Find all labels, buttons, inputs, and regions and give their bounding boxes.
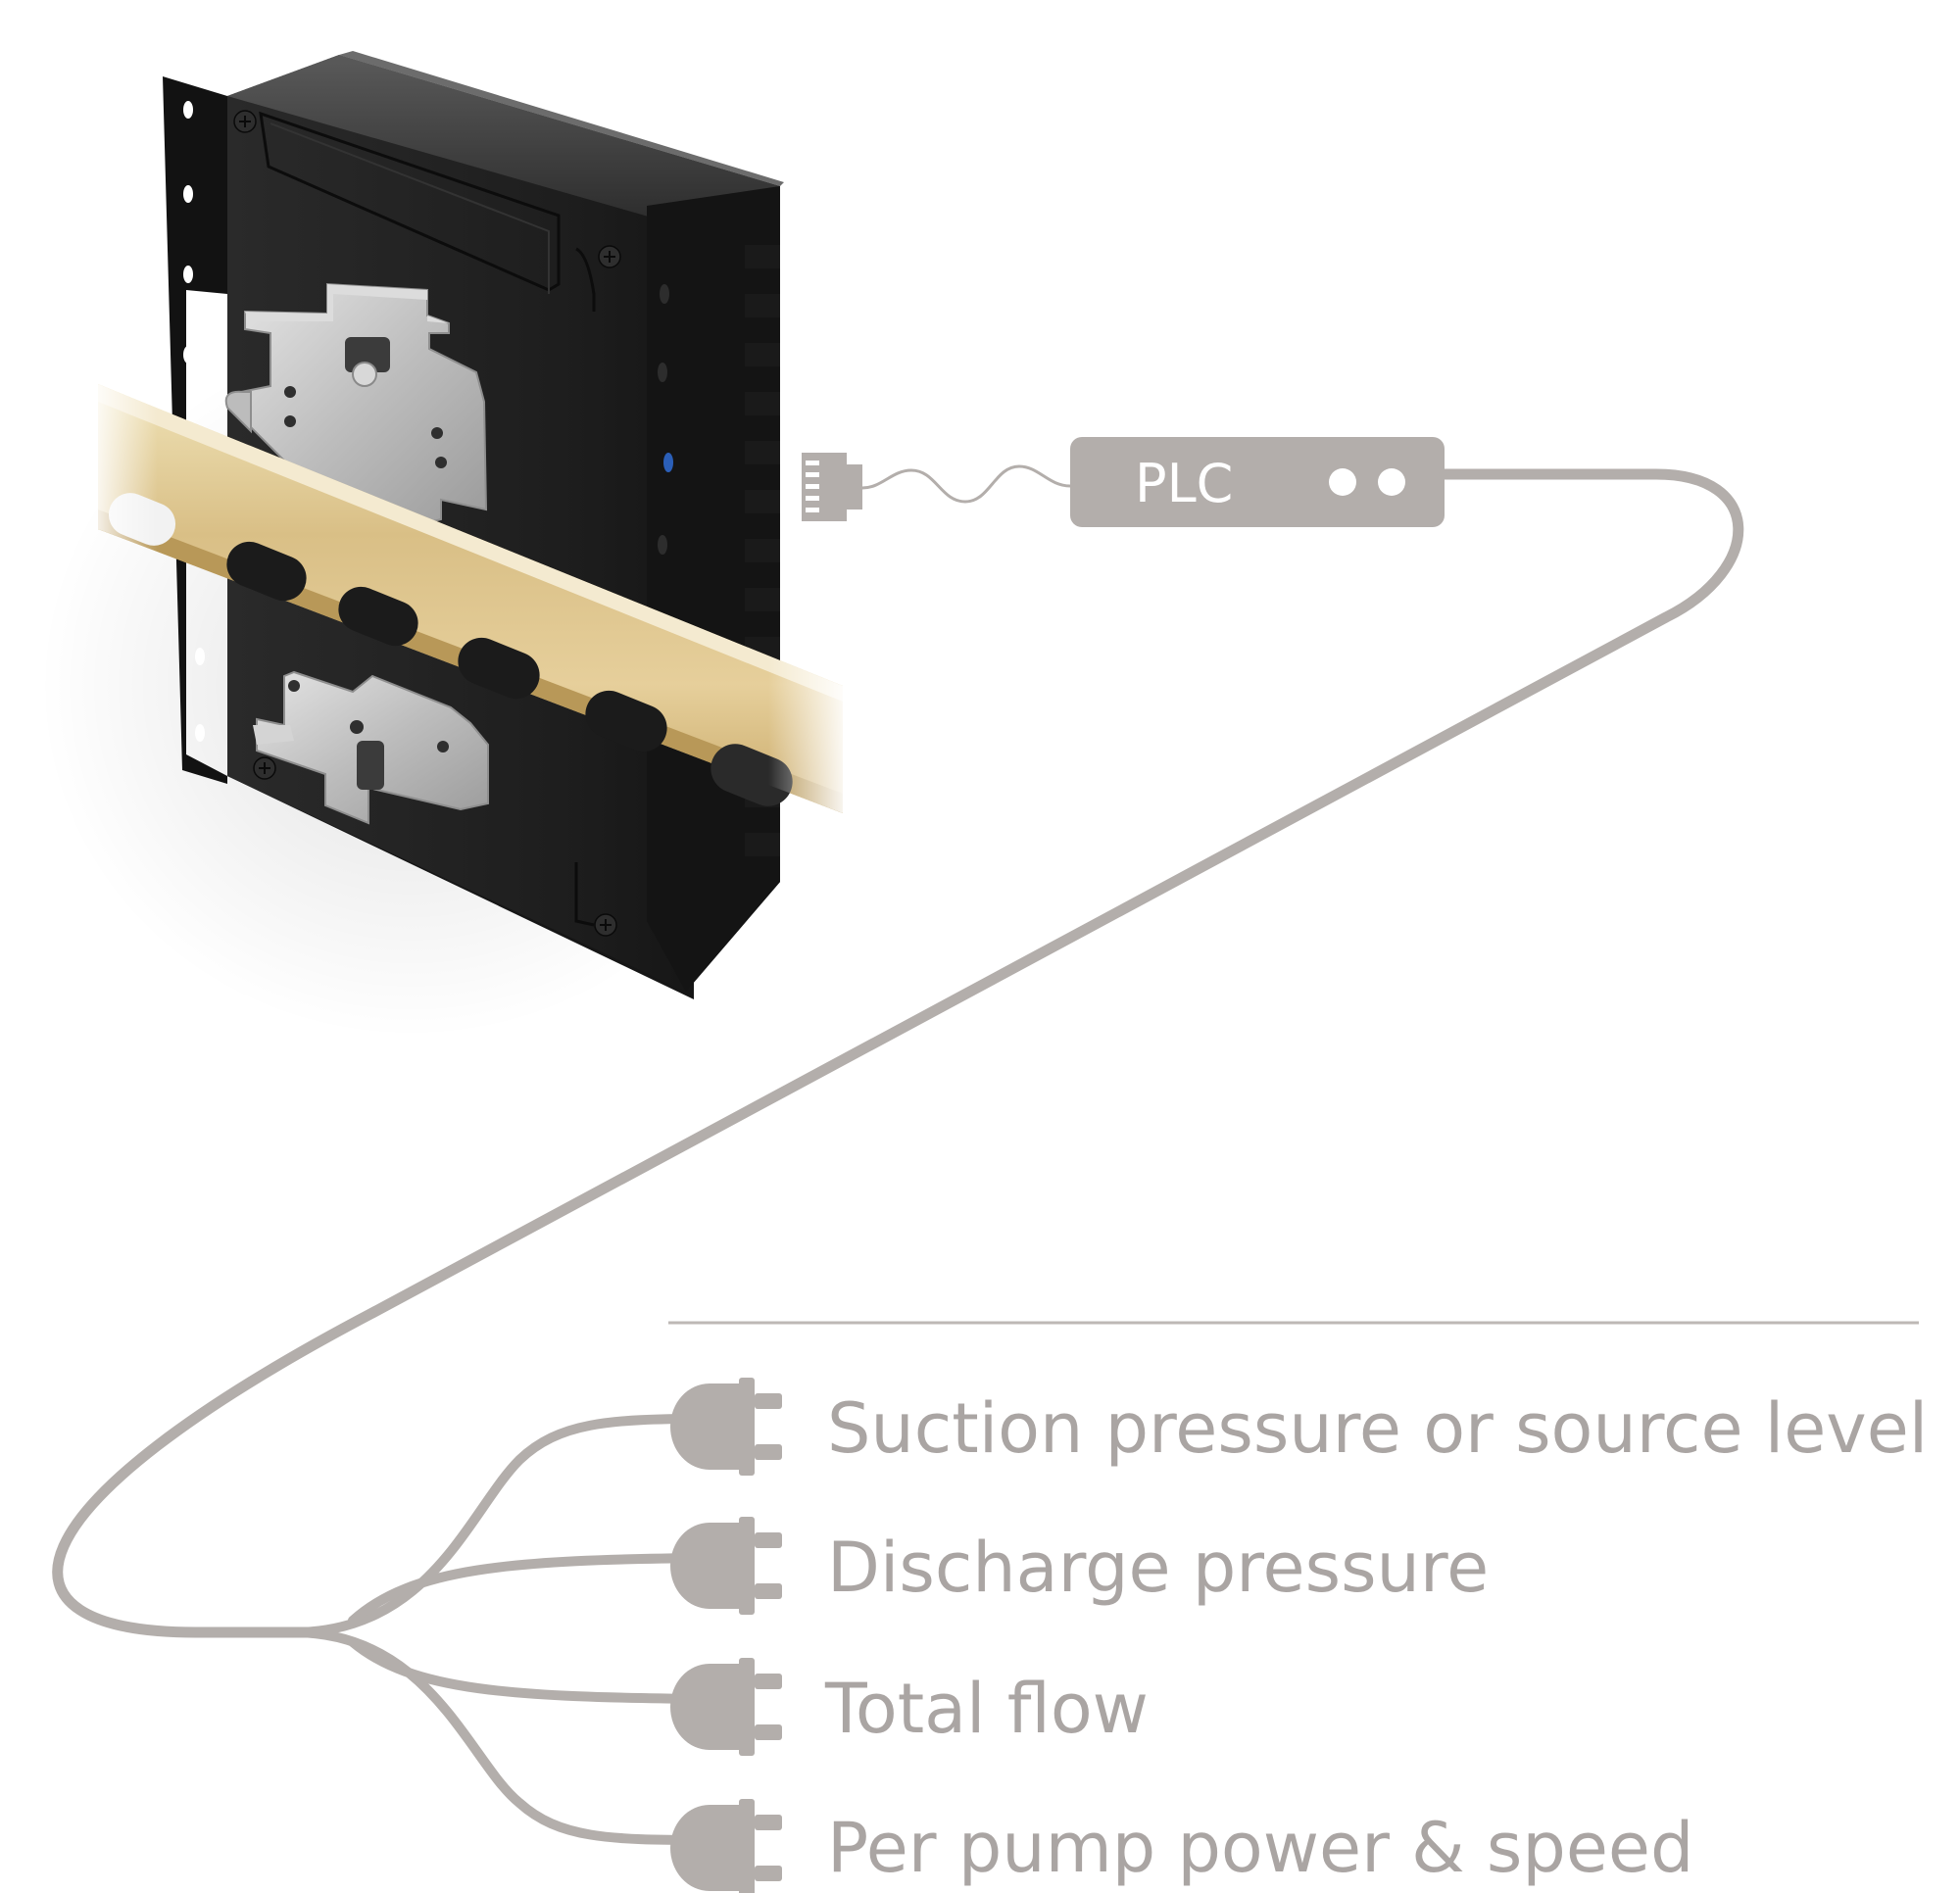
- electric-plug-icon: [670, 1658, 782, 1756]
- input-item: Per pump power & speed: [670, 1799, 1693, 1893]
- input-item: Discharge pressure: [670, 1517, 1489, 1615]
- heat-sink-fins: [647, 186, 780, 992]
- mounting-plate: [163, 76, 694, 999]
- input-item: Suction pressure or source level: [670, 1378, 1928, 1476]
- input-label: Per pump power & speed: [827, 1808, 1693, 1888]
- input-label: Suction pressure or source level: [827, 1388, 1928, 1469]
- plc-label: PLC: [1135, 453, 1233, 514]
- input-label: Discharge pressure: [827, 1528, 1489, 1608]
- din-rail-controller-icon: [39, 51, 843, 1039]
- rj45-connector-icon: [802, 453, 862, 521]
- plc-indicator-dot: [1378, 468, 1405, 496]
- din-clip-bracket-bottom: [253, 670, 489, 825]
- plc-indicator-dot: [1329, 468, 1356, 496]
- plc-box: PLC: [1070, 437, 1445, 527]
- input-item: Total flow: [670, 1658, 1149, 1756]
- status-led: [658, 284, 673, 555]
- din-rail: [98, 384, 843, 813]
- main-cable: [52, 468, 1744, 1638]
- cable-branches: [289, 1414, 710, 1845]
- input-label: Total flow: [824, 1669, 1149, 1749]
- electric-plug-icon: [670, 1799, 782, 1893]
- ethernet-cable-wiggle: [861, 464, 1071, 504]
- din-clip-bracket-top: [224, 282, 488, 529]
- electric-plug-icon: [670, 1517, 782, 1615]
- electric-plug-icon: [670, 1378, 782, 1476]
